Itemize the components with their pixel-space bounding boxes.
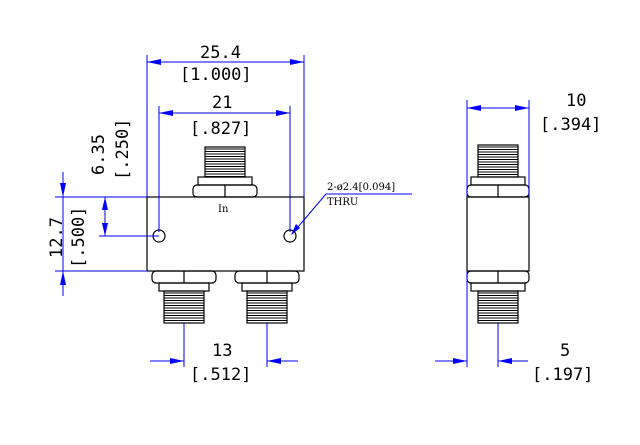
dim-side-thickness: 10 [.394] <box>466 91 601 197</box>
svg-text:21: 21 <box>212 93 232 113</box>
svg-text:[1.000]: [1.000] <box>180 65 252 85</box>
dim-overall-width: 25.4 [1.000] <box>146 43 305 197</box>
hole-note: 2-ø2.4[0.094] THRU <box>291 182 412 235</box>
splitter-body <box>146 196 305 272</box>
dim-port-spacing: 13 [.512] <box>150 323 298 385</box>
svg-text:[.250]: [.250] <box>113 119 133 180</box>
svg-text:13: 13 <box>212 341 232 361</box>
side-body <box>466 196 530 272</box>
svg-text:[.394]: [.394] <box>540 115 601 135</box>
svg-text:25.4: 25.4 <box>200 43 241 63</box>
side-bottom-connector <box>466 270 530 324</box>
front-view: In 25.4 [1.000] <box>47 43 412 385</box>
output-connector-right <box>234 270 300 324</box>
svg-text:[.500]: [.500] <box>69 207 89 268</box>
dim-body-height: 12.7 [.500] <box>47 172 147 296</box>
svg-text:[.197]: [.197] <box>532 365 593 385</box>
input-label: In <box>218 204 229 215</box>
svg-text:2-ø2.4[0.094]: 2-ø2.4[0.094] <box>327 182 395 193</box>
svg-text:THRU: THRU <box>327 197 358 208</box>
svg-text:5: 5 <box>560 341 570 361</box>
svg-text:[.827]: [.827] <box>190 119 251 139</box>
side-top-connector <box>466 144 530 198</box>
dim-hole-height: 6.35 [.250] <box>89 119 159 237</box>
svg-text:10: 10 <box>566 91 586 111</box>
svg-text:6.35: 6.35 <box>89 134 109 175</box>
side-view: 10 [.394] 5 [.197] <box>435 91 601 385</box>
input-connector <box>192 146 258 198</box>
dim-hole-spacing: 21 [.827] <box>158 93 291 232</box>
output-connector-left <box>151 270 217 324</box>
svg-text:12.7: 12.7 <box>47 217 67 258</box>
svg-text:[.512]: [.512] <box>190 365 251 385</box>
dim-side-offset: 5 [.197] <box>435 271 593 385</box>
